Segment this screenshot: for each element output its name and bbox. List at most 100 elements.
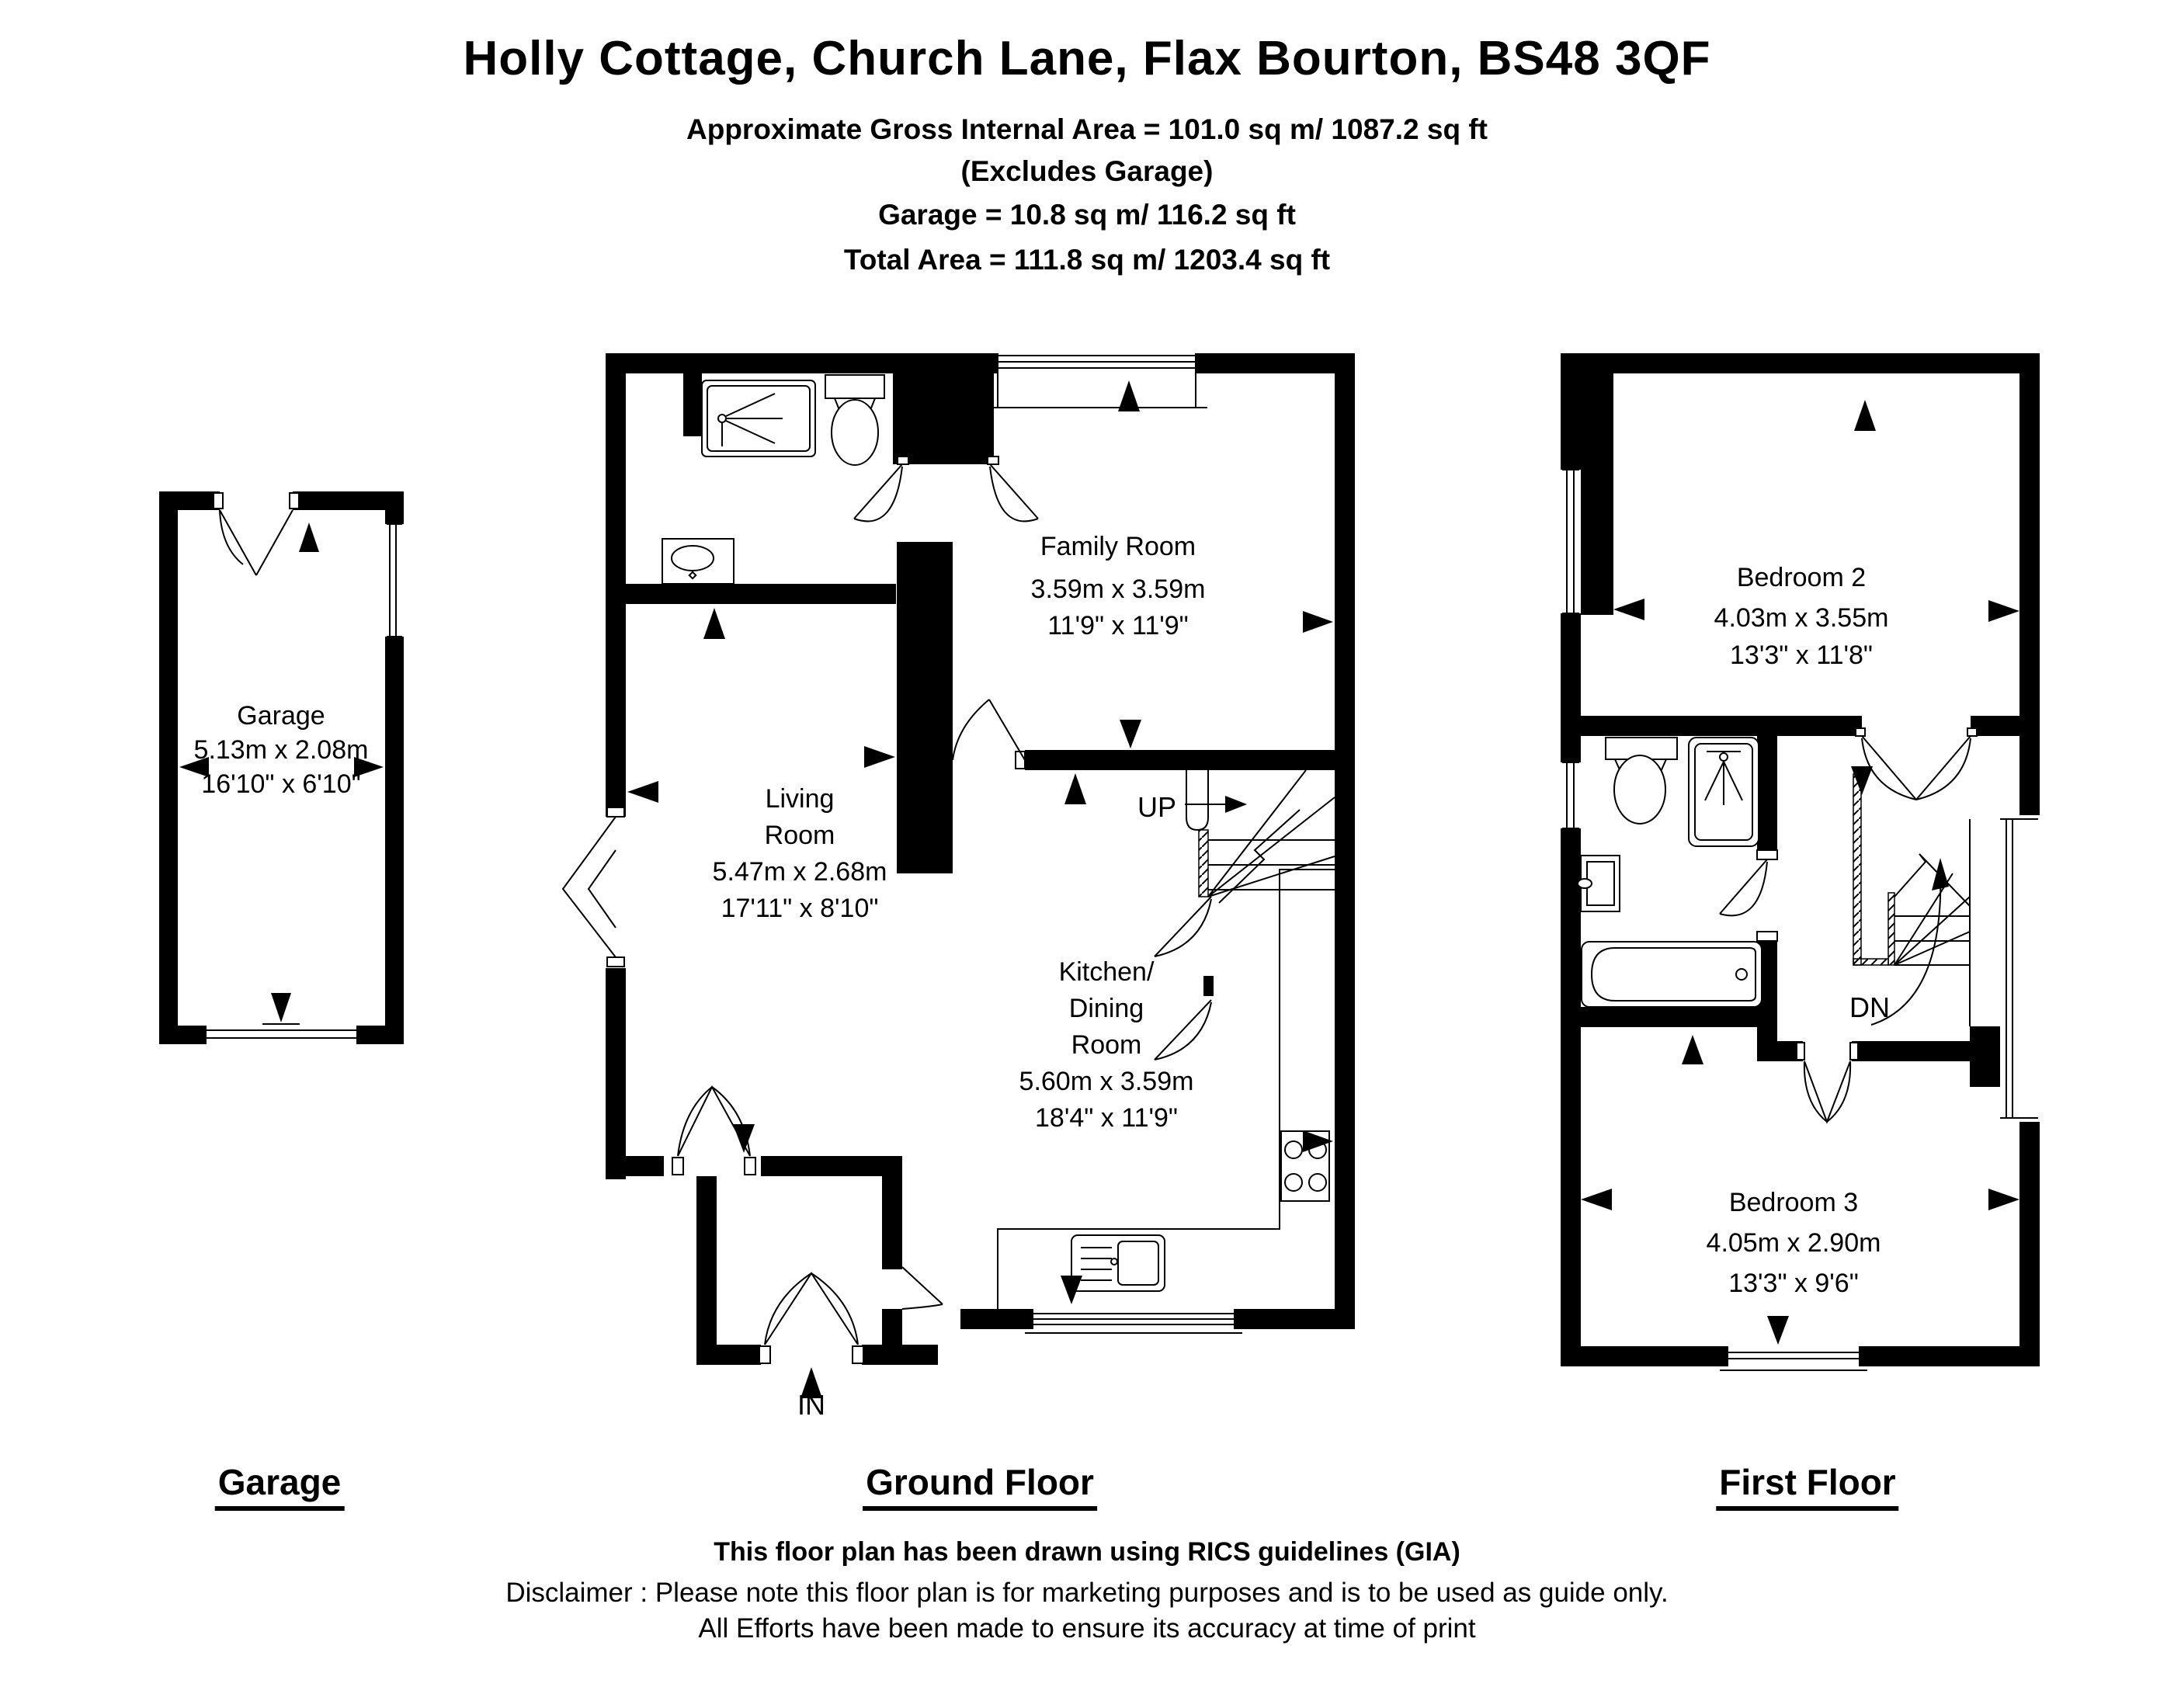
kitchen-name3: Room [1071, 1030, 1142, 1060]
sink-icon [1577, 855, 1620, 912]
garage-area-line: Garage = 10.8 sq m/ 116.2 sq ft [878, 199, 1296, 231]
bedroom2-metric: 4.03m x 3.55m [1714, 603, 1889, 633]
interior-doors [1719, 727, 1978, 1124]
arrow-up-icon [299, 522, 319, 552]
arrow-right-icon [1303, 1130, 1333, 1152]
family-room-imperial: 11'9" x 11'9" [1047, 611, 1188, 640]
kitchen-counter [997, 869, 1335, 1309]
measurement-arrows [627, 380, 1333, 1304]
interior-doors [853, 456, 1039, 1310]
wall [696, 1176, 717, 1365]
bedroom3-window [1720, 1346, 1867, 1371]
bathroom-window [1561, 762, 1581, 829]
wall [1235, 1309, 1335, 1329]
ground-room-labels: Family Room 3.59m x 3.59m 11'9" x 11'9" … [713, 532, 1206, 1133]
garage-door-opening [205, 1026, 358, 1044]
wall [696, 1345, 761, 1365]
kitchen-name2: Dining [1069, 994, 1144, 1023]
bath-icon [1581, 941, 1762, 1008]
wall [1860, 1346, 2040, 1366]
bedroom3-imperial: 13'3" x 9'6" [1728, 1269, 1859, 1298]
porch-doors [672, 1085, 864, 1364]
arrow-down-icon [271, 993, 291, 1022]
up-label: UP [1137, 791, 1176, 823]
shower-room-fixtures [662, 374, 885, 585]
family-room-metric: 3.59m x 3.59m [1031, 575, 1206, 604]
wall [357, 1026, 404, 1044]
staircase-down: DN [1849, 773, 1971, 1026]
wall [683, 373, 702, 436]
wall [1581, 1007, 1777, 1027]
garage-plan: Garage 5.13m x 2.08m 16'10" x 6'10" [159, 491, 404, 1044]
arrow-left-icon [1613, 599, 1644, 620]
bedroom3-name: Bedroom 3 [1729, 1188, 1858, 1217]
in-label: IN [797, 1389, 825, 1417]
bedroom2-imperial: 13'3" x 11'8" [1730, 640, 1873, 670]
windows [1561, 469, 2040, 1371]
arrow-right-icon [864, 746, 895, 768]
arrow-right-icon [1303, 611, 1333, 633]
shower-icon [1688, 737, 1759, 847]
wall [1561, 613, 1581, 762]
up-arrow-icon [1225, 796, 1247, 813]
shower-icon [701, 380, 816, 457]
wall [882, 1309, 902, 1345]
arrow-right-icon [1988, 1189, 2019, 1210]
wall [606, 584, 896, 604]
sink-icon [662, 538, 735, 585]
living-room-metric: 5.47m x 2.68m [713, 857, 887, 887]
wall [761, 1156, 882, 1176]
living-room-name2: Room [765, 821, 835, 850]
disclaimer-note: Disclaimer : Please note this floor plan… [505, 1578, 1669, 1608]
room-dim-imperial: 16'10" x 6'10" [201, 769, 360, 799]
room-dim-metric: 5.13m x 2.08m [194, 735, 369, 765]
living-room-imperial: 17'11" x 8'10" [721, 894, 879, 923]
entrance-marker: IN [797, 1367, 825, 1417]
wall [1025, 750, 1335, 770]
wall [1196, 353, 1355, 373]
garage-window [385, 523, 404, 637]
wall [1971, 716, 2040, 736]
french-doors [561, 807, 625, 967]
arrow-left-icon [179, 757, 209, 777]
wall [1561, 353, 2040, 373]
in-arrow-icon [800, 1367, 822, 1398]
accuracy-note: All Efforts have been made to ensure its… [698, 1613, 1476, 1644]
first-floor-plan: DN Bedroom 2 4.03m x 3.55m 13'3" x 11'8"… [1561, 353, 2040, 1371]
rics-guidelines-note: This floor plan has been drawn using RIC… [714, 1537, 1460, 1567]
wall [897, 542, 953, 873]
arrow-right-icon [354, 757, 384, 777]
arrow-down-icon [1767, 1316, 1789, 1345]
bathroom-fixtures [1577, 737, 1762, 1008]
dn-label: DN [1849, 991, 1890, 1023]
landing-window [2000, 818, 2040, 1119]
ground-floor-plan: IN Family Room 3.59m x 3.59m 11'9" x 11'… [561, 353, 1355, 1417]
living-room-name1: Living [766, 784, 835, 814]
measurement-arrows [179, 522, 384, 1025]
dn-arrow-icon [1932, 858, 1949, 890]
kitchen-window [1025, 1309, 1242, 1334]
wall [1561, 1346, 1728, 1366]
ground-floor-label: Ground Floor [863, 1461, 1097, 1511]
page-title: Holly Cottage, Church Lane, Flax Bourton… [463, 32, 1711, 85]
wall [1561, 373, 1581, 470]
arrow-up-icon [1064, 773, 1086, 804]
family-room-name: Family Room [1040, 532, 1196, 561]
wall [2019, 373, 2040, 815]
wall [882, 1156, 902, 1269]
wall [2019, 1122, 2040, 1366]
wall [159, 1026, 206, 1044]
bedroom3-metric: 4.05m x 2.90m [1707, 1228, 1881, 1258]
gross-area-line: Approximate Gross Internal Area = 101.0 … [686, 113, 1488, 145]
wall [862, 1345, 938, 1365]
wall [159, 491, 178, 1044]
wall [1561, 828, 1581, 1366]
arrow-up-icon [1682, 1035, 1703, 1064]
garage-room-label: Garage 5.13m x 2.08m 16'10" x 6'10" [194, 701, 369, 799]
room-name: Garage [237, 701, 325, 731]
wall [1757, 736, 1777, 859]
bedroom2-name: Bedroom 2 [1737, 563, 1866, 592]
arrow-up-icon [1118, 380, 1140, 411]
arrow-right-icon [1988, 600, 2019, 622]
